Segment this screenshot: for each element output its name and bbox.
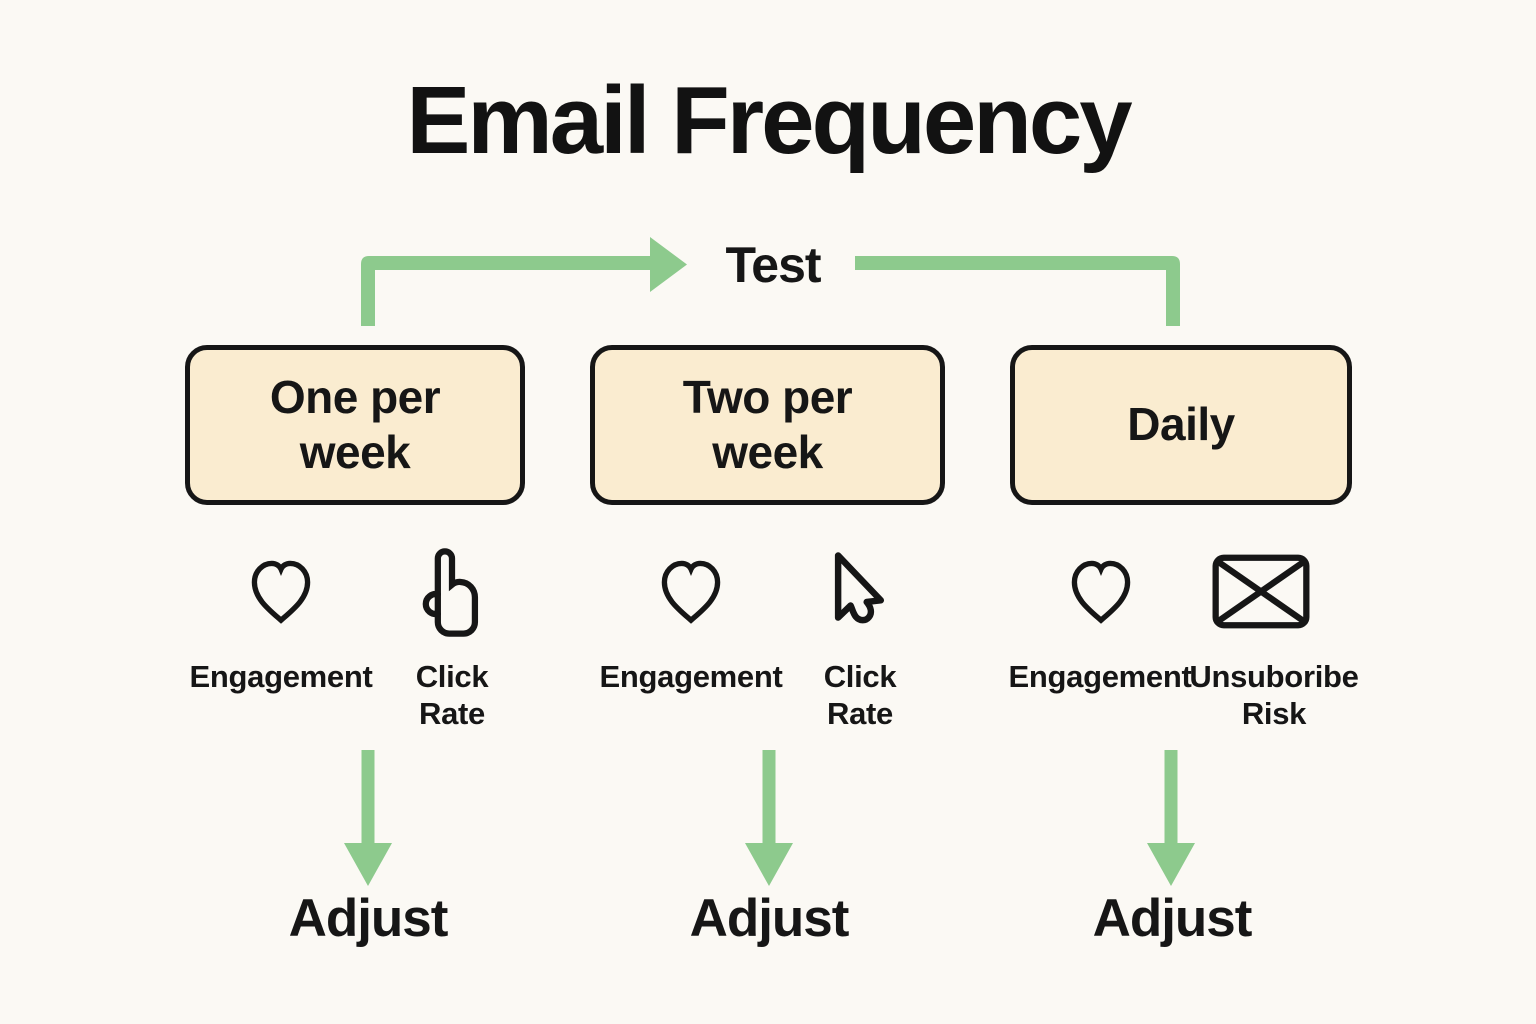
adjust-label-1: Adjust <box>288 889 449 948</box>
page-title: Email Frequency <box>406 67 1132 174</box>
heart-icon <box>251 560 311 624</box>
adjust-label-2: Adjust <box>689 889 850 948</box>
adjust-arrow-1 <box>344 750 392 886</box>
test-label: Test <box>725 237 821 293</box>
tap-icon <box>422 548 479 637</box>
metric-label: Click Rate <box>415 659 489 731</box>
metric-label: Engagement <box>189 659 373 694</box>
heart-icon <box>1071 560 1131 624</box>
metric-label: Engagement <box>1008 659 1192 694</box>
frequency-box-two-per-week: Two per week <box>590 345 945 505</box>
adjust-arrow-3 <box>1147 750 1195 886</box>
test-arrow-left-elbow <box>361 256 650 326</box>
metric-label: Unsuboribe Risk <box>1189 659 1359 731</box>
adjust-arrow-2 <box>745 750 793 886</box>
metric-label: Click Rate <box>823 659 897 731</box>
cursor-icon <box>834 552 885 624</box>
test-arrow-left-head <box>650 237 687 292</box>
adjust-label-3: Adjust <box>1092 889 1253 948</box>
frequency-box-one-per-week: One per week <box>185 345 525 505</box>
heart-icon <box>661 560 721 624</box>
envelope-icon <box>1212 554 1310 629</box>
frequency-box-daily: Daily <box>1010 345 1352 505</box>
test-arrow-right-elbow <box>855 256 1180 326</box>
metric-label: Engagement <box>599 659 783 694</box>
